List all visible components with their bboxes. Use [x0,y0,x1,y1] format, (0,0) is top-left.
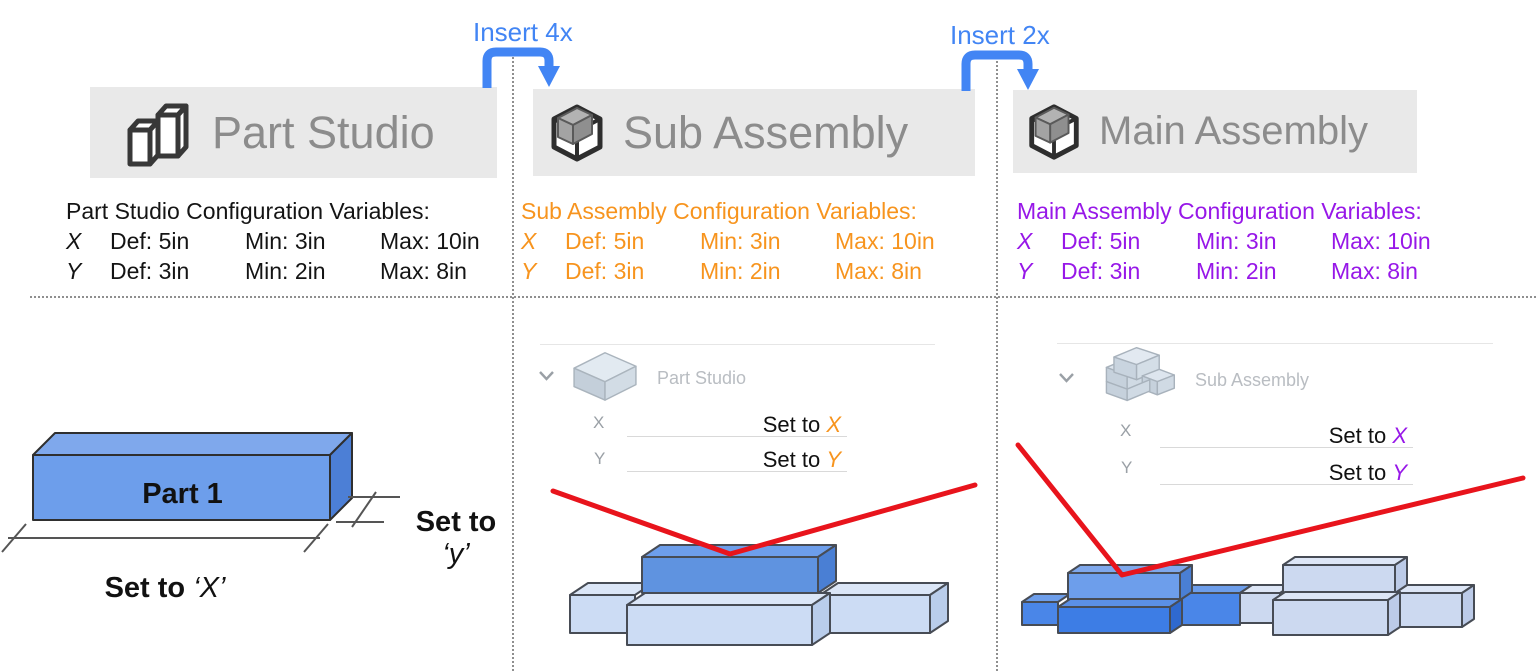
y-config-input[interactable]: Set to Y [1160,460,1413,485]
main-assembly-3d-graphic [1021,556,1475,636]
sub-assembly-banner-label: Sub Assembly [623,106,909,158]
tree-row-separator [1057,343,1493,344]
y-config-input[interactable]: Set to Y [627,447,847,472]
insert-2x-arrow-icon [961,50,1039,91]
insert-4x-label: Insert 4x [473,17,573,47]
x-config-input[interactable]: Set to X [1160,423,1413,448]
part-studio-thumbnail [573,352,637,401]
main-assembly-banner: Main Assembly [1013,90,1417,173]
config-title: Sub Assembly Configuration Variables: [521,198,917,224]
assembly-cube-icon [1029,103,1079,160]
x-field-label: X [593,413,605,432]
part1-label: Part 1 [142,478,223,510]
tree-row-separator [540,344,935,345]
config-title: Main Assembly Configuration Variables: [1017,198,1422,224]
tree-item-sub-assembly[interactable]: Sub Assembly [1195,370,1310,390]
y-field-label: Y [1121,458,1133,477]
width-dimension-label: Set to ‘X’ [104,572,226,604]
part-studio-banner: Part Studio [90,87,497,178]
insert-2x-label: Insert 2x [950,20,1050,50]
chevron-down-icon[interactable] [1058,372,1075,383]
sub-assembly-thumbnail [1105,346,1176,402]
horizontal-dotted-divider [30,296,1536,298]
part-studio-banner-label: Part Studio [212,106,435,158]
y-field-label: Y [594,449,606,468]
vertical-dotted-divider-left [512,57,514,671]
main-assembly-banner-label: Main Assembly [1099,109,1368,153]
sub-assembly-banner: Sub Assembly [533,89,975,176]
sub-assembly-3d-graphic [569,544,949,646]
part-studio-icon [127,103,189,166]
assembly-cube-icon [551,104,603,161]
x-field-label: X [1120,421,1132,440]
part1-box-graphic [1,432,400,553]
chevron-down-icon[interactable] [538,370,555,381]
insert-4x-arrow-icon [482,47,560,88]
main-assembly-config-block: Main Assembly Configuration Variables: X… [1017,196,1431,286]
config-title: Part Studio Configuration Variables: [66,198,430,224]
x-config-input[interactable]: Set to X [627,412,847,437]
vertical-dotted-divider-right [996,57,998,671]
tree-item-part-studio[interactable]: Part Studio [657,368,747,388]
height-dimension-label: Set to ‘y’ [415,506,497,570]
